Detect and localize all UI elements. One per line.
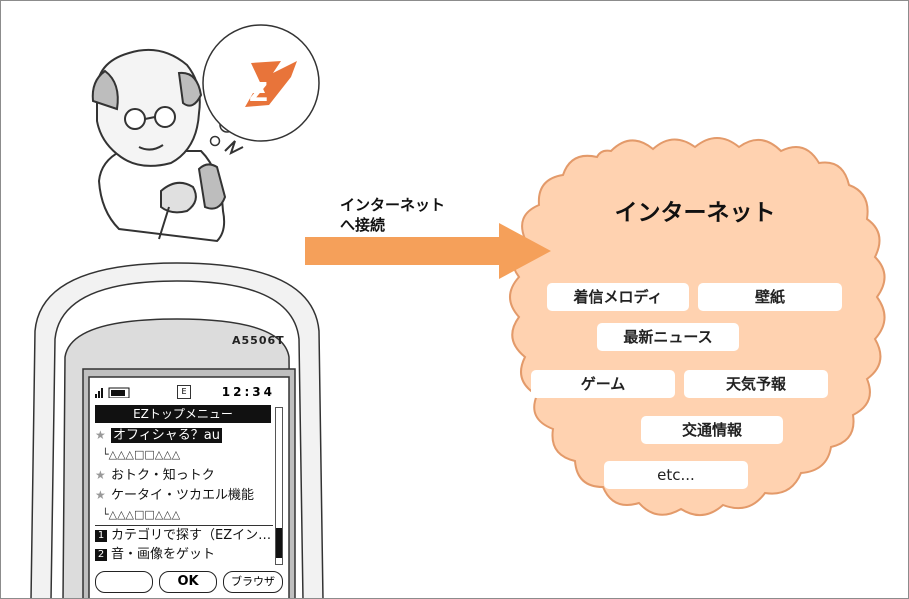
softkey-left[interactable] bbox=[95, 571, 153, 593]
tag-ringtone: 着信メロディ bbox=[547, 283, 689, 311]
tag-game: ゲーム bbox=[531, 370, 675, 398]
menu-subitem[interactable]: └△△△□□△△△ bbox=[95, 508, 181, 521]
tag-traffic: 交通情報 bbox=[641, 416, 783, 444]
menu-item[interactable]: ★ケータイ・ツカエル機能 bbox=[95, 485, 273, 505]
phone-screen: E 12:34 EZトップメニュー ★オフィシャる？au └△△△□□△△△ ★… bbox=[91, 381, 287, 598]
status-bar: E 12:34 bbox=[95, 383, 283, 401]
scroll-thumb[interactable] bbox=[276, 528, 282, 558]
menu-header: EZトップメニュー bbox=[95, 405, 271, 423]
softkey-browser[interactable]: ブラウザ bbox=[223, 571, 283, 593]
menu-item[interactable]: ★おトク・知っトク bbox=[95, 465, 273, 485]
connect-arrow bbox=[305, 223, 551, 279]
tag-weather: 天気予報 bbox=[684, 370, 828, 398]
phone-model: A5506T bbox=[232, 334, 285, 347]
scrollbar[interactable] bbox=[275, 407, 283, 565]
old-man-illustration bbox=[91, 48, 244, 243]
menu-item[interactable]: ★オフィシャる？au bbox=[95, 425, 273, 445]
ez-logo-icon bbox=[245, 61, 297, 107]
ez-status-icon: E bbox=[177, 385, 191, 399]
signal-battery-icon bbox=[95, 387, 130, 398]
svg-text:Z: Z bbox=[249, 78, 268, 108]
menu-subitem[interactable]: └△△△□□△△△ bbox=[95, 448, 181, 461]
arrow-label: インターネット へ接続 bbox=[340, 196, 446, 234]
thought-bubble: Z bbox=[202, 24, 320, 147]
star-icon: ★ bbox=[95, 488, 106, 502]
star-icon: ★ bbox=[95, 428, 106, 442]
star-icon: ★ bbox=[95, 468, 106, 482]
softkey-ok[interactable]: OK bbox=[159, 571, 217, 593]
clock: 12:34 bbox=[221, 385, 275, 399]
tag-news: 最新ニュース bbox=[597, 323, 739, 351]
softkeys: OK ブラウザ bbox=[91, 569, 287, 595]
cloud-title: インターネット bbox=[614, 200, 776, 226]
tag-etc: etc... bbox=[604, 461, 748, 489]
tag-wallpaper: 壁紙 bbox=[698, 283, 842, 311]
